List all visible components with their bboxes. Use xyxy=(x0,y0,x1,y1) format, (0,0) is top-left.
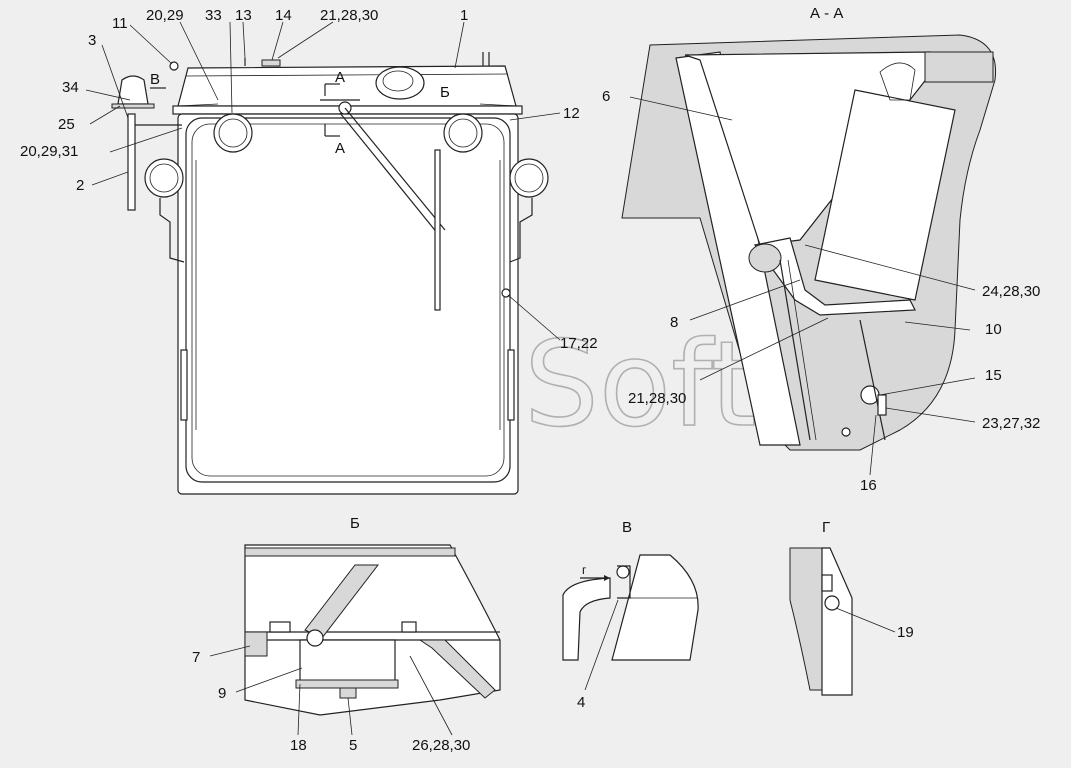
left-hinge xyxy=(180,349,188,421)
callout-19: 19 xyxy=(897,624,914,641)
callout-1: 1 xyxy=(460,7,468,24)
washer-nozzle xyxy=(169,61,179,71)
roof-lamp xyxy=(375,66,425,100)
view-b-hinge xyxy=(306,629,324,647)
section-aa xyxy=(621,34,997,451)
beacon-base xyxy=(111,103,155,109)
marker-a-bottom: А xyxy=(335,140,345,157)
callout-21-28-30-top: 21,28,30 xyxy=(320,7,378,24)
callout-10: 10 xyxy=(985,321,1002,338)
view-g-pillar xyxy=(789,547,823,691)
view-g xyxy=(789,547,853,696)
callout-5: 5 xyxy=(349,737,357,754)
view-b-nut-5 xyxy=(339,687,357,699)
callout-14: 14 xyxy=(275,7,292,24)
callout-34: 34 xyxy=(62,79,79,96)
view-b-clip-left xyxy=(269,621,291,633)
section-leaders xyxy=(629,96,976,476)
callout-3: 3 xyxy=(88,32,96,49)
section-pivot-15 xyxy=(860,385,880,405)
mirror-left-bracket xyxy=(159,198,185,263)
cab-frame xyxy=(177,113,519,495)
callout-21-28-30-section: 21,28,30 xyxy=(628,390,686,407)
callout-2: 2 xyxy=(76,177,84,194)
marker-a-top: А xyxy=(335,69,345,86)
main-leaders xyxy=(85,21,561,341)
wiper-blade xyxy=(434,149,441,311)
lamp-right xyxy=(443,113,483,153)
window-frame xyxy=(185,117,511,483)
marker-g: г xyxy=(582,563,587,577)
callout-16: 16 xyxy=(860,477,877,494)
section-bolt xyxy=(841,427,851,437)
callout-24-28-30: 24,28,30 xyxy=(982,283,1040,300)
view-title-b: Б xyxy=(350,515,360,532)
callout-17-22: 17,22 xyxy=(560,335,598,352)
view-g-bracket xyxy=(821,574,833,592)
view-b-seal-18 xyxy=(295,679,399,689)
callout-13: 13 xyxy=(235,7,252,24)
beacon xyxy=(117,75,149,105)
view-title-section-aa: А - А xyxy=(810,5,843,22)
view-v-hose xyxy=(562,577,611,661)
callout-8: 8 xyxy=(670,314,678,331)
view-v-housing xyxy=(611,554,699,661)
mirror-right xyxy=(509,158,549,198)
callout-26-28-30: 26,28,30 xyxy=(412,737,470,754)
callout-7: 7 xyxy=(192,649,200,666)
view-v xyxy=(562,554,699,661)
callout-18: 18 xyxy=(290,737,307,754)
top-plate xyxy=(261,59,281,67)
callout-9: 9 xyxy=(218,685,226,702)
section-panel-10 xyxy=(814,89,956,301)
view-b-clip-right xyxy=(401,621,417,633)
section-seal-left xyxy=(748,243,782,273)
view-b xyxy=(244,544,501,716)
marker-b: Б xyxy=(440,84,450,101)
view-b-gasket-26 xyxy=(418,639,496,699)
lamp-left xyxy=(213,113,253,153)
callout-20-29-top: 20,29 xyxy=(146,7,184,24)
view-g-clamp-19 xyxy=(824,595,840,611)
view-b-top-panel xyxy=(244,547,456,557)
view-b-leaders xyxy=(209,645,453,736)
callout-25: 25 xyxy=(58,116,75,133)
callout-11: 11 xyxy=(112,15,128,32)
view-v-nozzle xyxy=(616,565,630,579)
view-title-v: В xyxy=(622,519,632,536)
section-clamp-23 xyxy=(877,394,887,416)
marker-v: В xyxy=(150,71,160,88)
beacon-pole xyxy=(127,113,136,211)
section-bracket-8 xyxy=(753,237,916,316)
callout-23-27-32: 23,27,32 xyxy=(982,415,1040,432)
view-title-g: Г xyxy=(822,519,830,536)
callout-15: 15 xyxy=(985,367,1002,384)
view-b-seal-7 xyxy=(244,631,268,657)
callout-6: 6 xyxy=(602,88,610,105)
view-g-panel xyxy=(821,547,853,696)
section-seal-top xyxy=(924,51,994,83)
callout-20-29-31: 20,29,31 xyxy=(20,143,78,160)
callout-33: 33 xyxy=(205,7,222,24)
right-hinge xyxy=(507,349,515,421)
mirror-right-bracket xyxy=(509,198,533,263)
callout-4: 4 xyxy=(577,694,585,711)
mirror-left xyxy=(144,158,184,198)
callout-12: 12 xyxy=(563,105,580,122)
main-view xyxy=(111,52,549,495)
